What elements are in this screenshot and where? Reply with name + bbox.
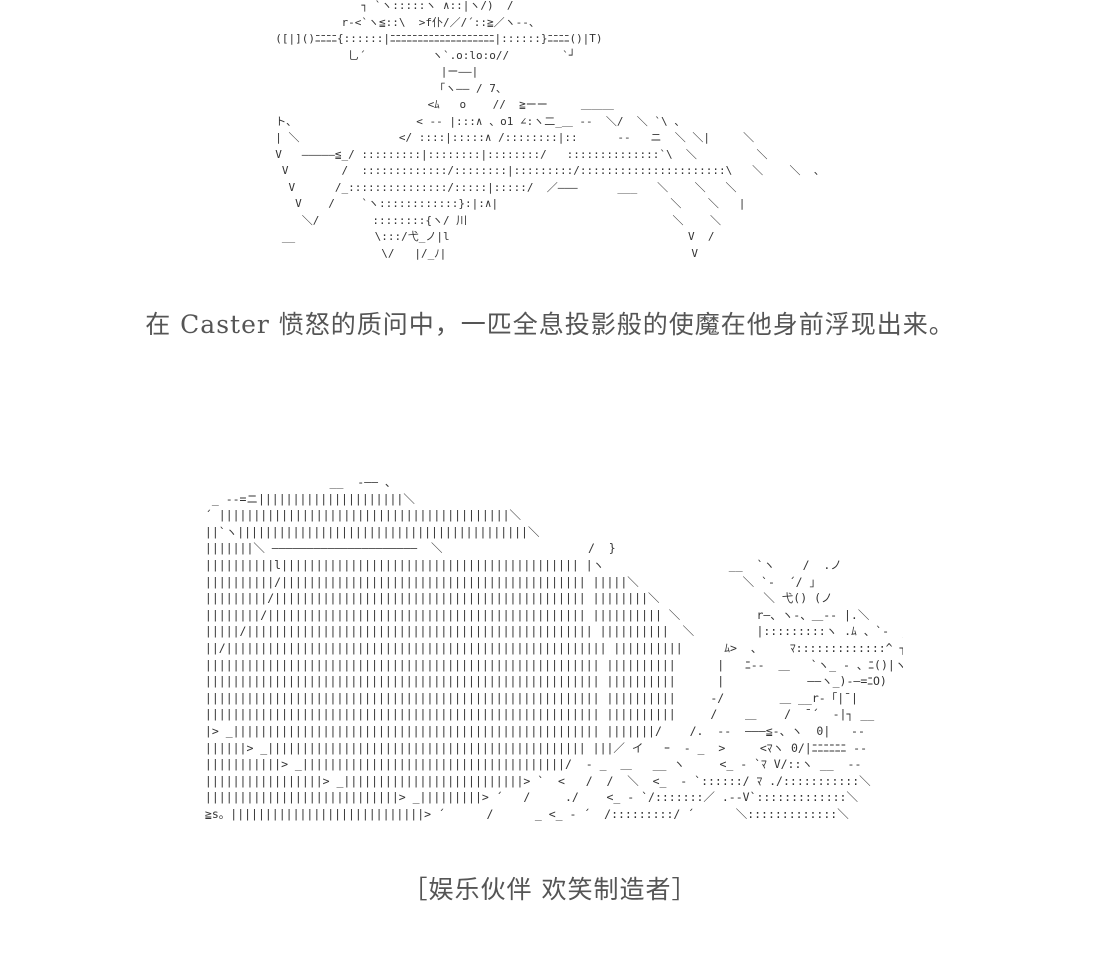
caption-text: 在 Caster 愤怒的质问中，一匹全息投影般的使魔在他身前浮现出来。 (145, 310, 955, 339)
ascii-art-hologram-familiar: ┐ `ヽ:::::ヽ ∧::|ヽ/) / r-<`ヽ≦::\ >f仆/／/´::… (275, 0, 825, 260)
ascii-art-performer-scene: __ -―― 、 _ --=ニ|||||||||||||||||||||＼ ´ … (204, 475, 903, 821)
title-caption: ［娱乐伙伴 欢笑制造者］ (402, 875, 698, 904)
